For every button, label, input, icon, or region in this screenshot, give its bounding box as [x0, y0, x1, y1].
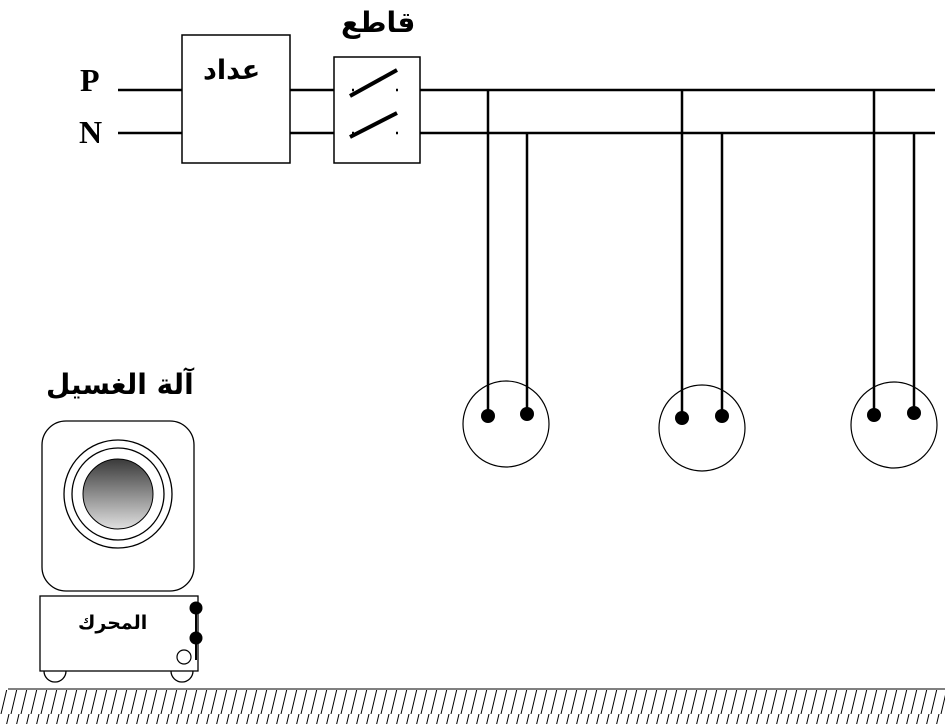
phase-label: P — [80, 62, 100, 98]
motor-terminal-3 — [176, 649, 192, 665]
washing-machine-label: آلة الغسيل — [46, 368, 194, 401]
breaker-box — [333, 56, 421, 164]
breaker-switch-phase — [349, 68, 398, 98]
machine-foot-left — [43, 670, 67, 683]
motor-terminal-1 — [189, 601, 203, 615]
motor-terminal-2 — [189, 631, 203, 645]
breaker-switch-neutral — [349, 111, 398, 139]
neutral-label: N — [79, 114, 103, 150]
outlet-2 — [658, 90, 746, 472]
outlet-1 — [462, 90, 550, 468]
meter-box — [181, 34, 291, 164]
machine-foot-right — [170, 670, 194, 683]
meter-label: عداد — [203, 55, 261, 86]
ground — [0, 688, 945, 724]
motor-label: المحرك — [78, 612, 148, 634]
washing-drum — [82, 458, 154, 530]
outlet-3 — [850, 90, 938, 469]
breaker-label: قاطع — [341, 6, 416, 39]
motor-box — [39, 595, 199, 672]
washing-machine — [39, 420, 203, 683]
